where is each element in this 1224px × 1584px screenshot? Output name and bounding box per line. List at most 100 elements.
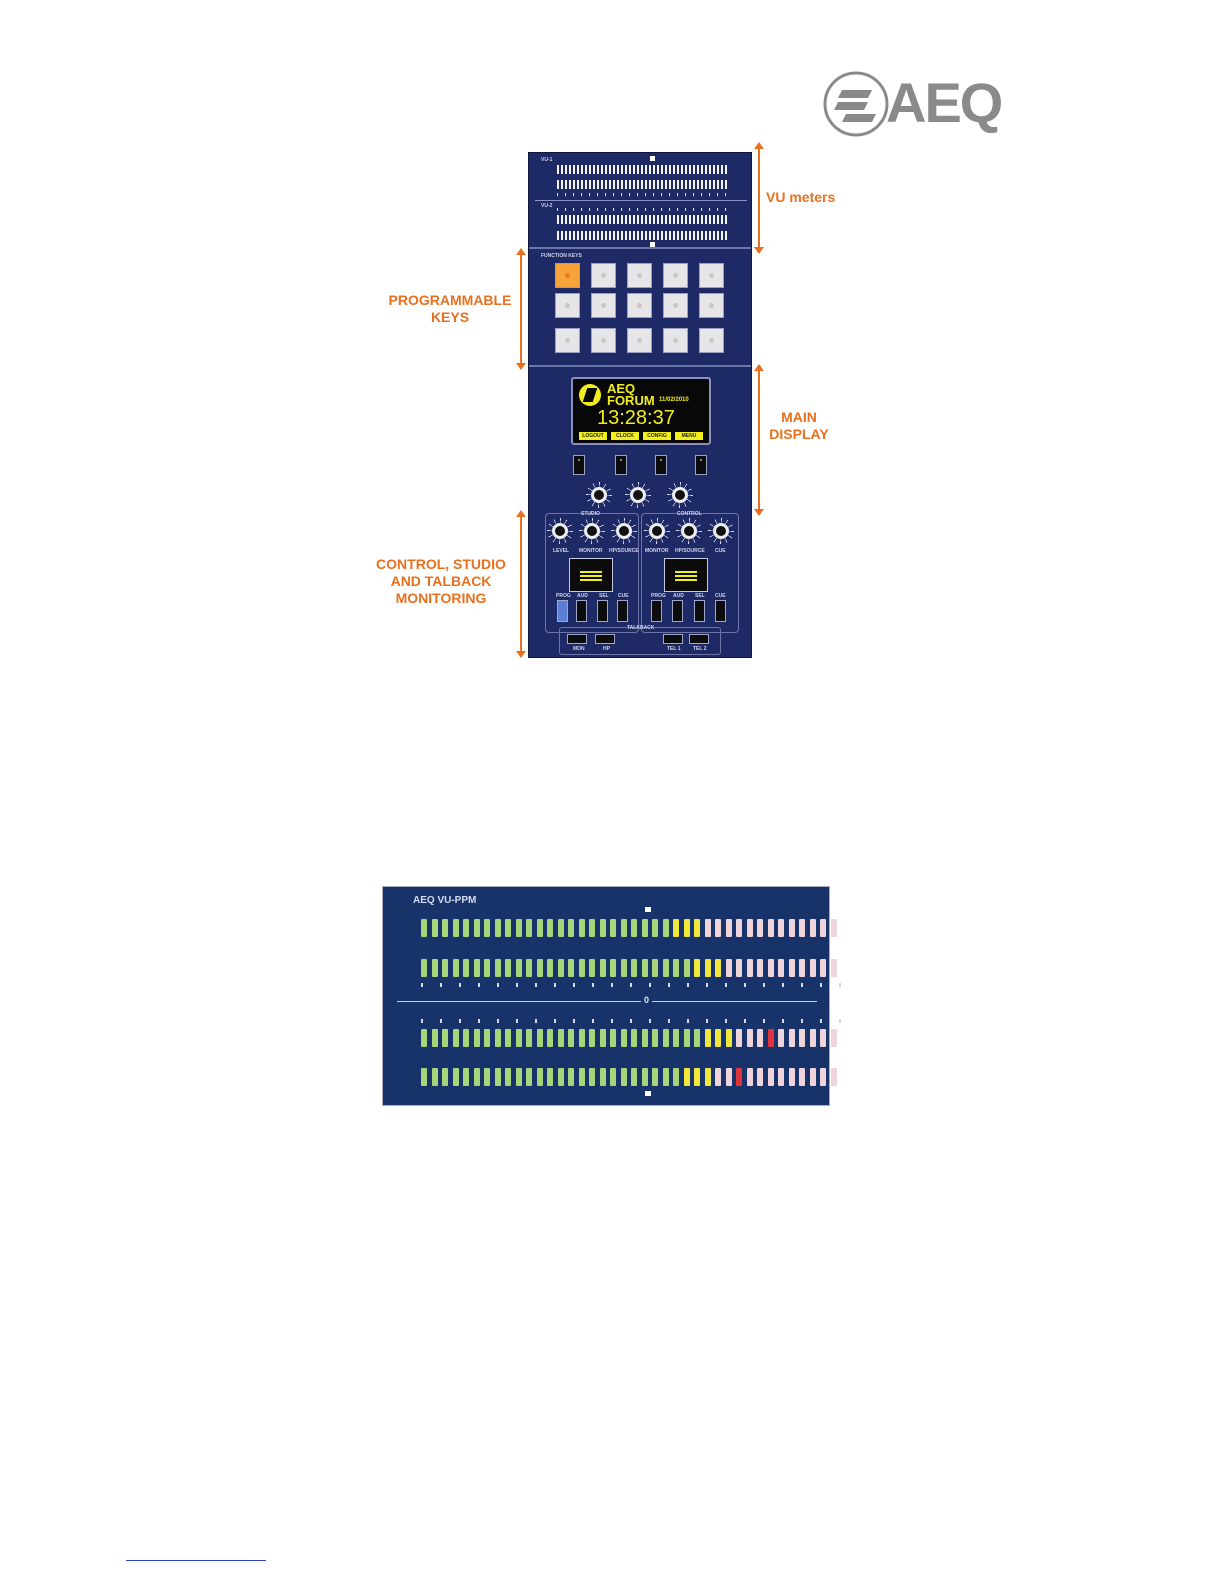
softkey-clock-button[interactable] xyxy=(615,455,627,475)
function-key-9[interactable] xyxy=(663,293,688,318)
talkback-mon-button[interactable] xyxy=(567,634,587,644)
control-monitor-knob[interactable] xyxy=(649,523,665,539)
meter-segment xyxy=(474,1029,480,1047)
meter-segment xyxy=(631,959,637,977)
encoder-knob-1[interactable] xyxy=(591,487,607,503)
display-date: 11/02/2010 xyxy=(659,397,689,403)
studio-prog-button[interactable] xyxy=(557,600,568,622)
arrow-vu-meters xyxy=(758,148,760,248)
vu-2-bar-l xyxy=(557,215,727,224)
meter-segment xyxy=(799,1068,805,1086)
meter-segment xyxy=(631,1068,637,1086)
meter-segment xyxy=(652,1029,658,1047)
encoder-knob-2[interactable] xyxy=(630,487,646,503)
control-cue-button[interactable] xyxy=(715,600,726,622)
meter-segment xyxy=(589,959,595,977)
meter-segment xyxy=(631,919,637,937)
studio-aud-button[interactable] xyxy=(576,600,587,622)
vu-2-bar-r xyxy=(557,231,727,240)
meter-segment xyxy=(600,919,606,937)
talkback-hp-button[interactable] xyxy=(595,634,615,644)
function-key-10[interactable] xyxy=(699,293,724,318)
aeq-badge-icon xyxy=(579,384,601,406)
studio-level-knob[interactable] xyxy=(552,523,568,539)
meter-segment xyxy=(820,959,826,977)
function-key-13[interactable] xyxy=(627,328,652,353)
meter-segment xyxy=(579,1029,585,1047)
meter-segment xyxy=(621,959,627,977)
meter-segment xyxy=(516,1068,522,1086)
function-key-2[interactable] xyxy=(591,263,616,288)
meter-segment xyxy=(726,1029,732,1047)
footer-link-underline[interactable] xyxy=(126,1560,266,1561)
meter-segment xyxy=(684,959,690,977)
meter-segment xyxy=(705,919,711,937)
meter-segment xyxy=(673,1029,679,1047)
function-key-5[interactable] xyxy=(699,263,724,288)
control-aud-button[interactable] xyxy=(672,600,683,622)
meter-segment xyxy=(715,1029,721,1047)
control-prog-label: PROG xyxy=(651,593,666,599)
softkey-label-clock: CLOCK xyxy=(611,432,639,440)
meter-segment xyxy=(453,1029,459,1047)
meter-segment xyxy=(663,919,669,937)
vu-meters-section: VU-1 VU-2 xyxy=(529,153,751,249)
softkey-config-button[interactable] xyxy=(655,455,667,475)
meter-segment xyxy=(547,919,553,937)
studio-cue-button[interactable] xyxy=(617,600,628,622)
talkback-tel1-label: TEL 1 xyxy=(667,646,681,652)
peak-marker-top xyxy=(645,907,651,912)
control-cue-label: CUE xyxy=(715,593,726,599)
meter-segment xyxy=(526,919,532,937)
function-key-11[interactable] xyxy=(555,328,580,353)
function-key-12[interactable] xyxy=(591,328,616,353)
function-key-14[interactable] xyxy=(663,328,688,353)
display-title: AEQ FORUM xyxy=(607,383,655,407)
meter-segment xyxy=(579,919,585,937)
meter-segment xyxy=(610,959,616,977)
control-sel-button[interactable] xyxy=(694,600,705,622)
meter-segment xyxy=(568,959,574,977)
meter-segment xyxy=(631,1029,637,1047)
meter-divider xyxy=(397,1001,817,1002)
meter-bar-3 xyxy=(421,1029,843,1047)
control-prog-button[interactable] xyxy=(651,600,662,622)
function-key-7[interactable] xyxy=(591,293,616,318)
talkback-tel1-button[interactable] xyxy=(663,634,683,644)
softkey-logout-button[interactable] xyxy=(573,455,585,475)
control-cue-knob[interactable] xyxy=(713,523,729,539)
callout-monitoring: CONTROL, STUDIO AND TALBACK MONITORING xyxy=(366,556,516,607)
meter-segment xyxy=(463,959,469,977)
meter-segment xyxy=(474,959,480,977)
encoder-knob-3[interactable] xyxy=(672,487,688,503)
softkey-label-menu: MENU xyxy=(675,432,703,440)
studio-sel-button[interactable] xyxy=(597,600,608,622)
studio-hp-source-knob[interactable] xyxy=(616,523,632,539)
callout-vu-meters: VU meters xyxy=(766,189,835,206)
studio-monitor-label: MONITOR xyxy=(579,548,603,554)
function-key-8[interactable] xyxy=(627,293,652,318)
meter-segment xyxy=(789,919,795,937)
arrow-main-display xyxy=(758,370,760,510)
meter-segment xyxy=(442,1029,448,1047)
control-sel-label: SEL xyxy=(695,593,705,599)
meter-segment xyxy=(757,919,763,937)
function-key-1[interactable] xyxy=(555,263,580,288)
function-key-4[interactable] xyxy=(663,263,688,288)
studio-monitor-knob[interactable] xyxy=(584,523,600,539)
meter-segment xyxy=(652,1068,658,1086)
meter-segment xyxy=(568,1029,574,1047)
function-key-3[interactable] xyxy=(627,263,652,288)
meter-segment xyxy=(621,1068,627,1086)
meter-segment xyxy=(621,1029,627,1047)
meter-segment xyxy=(421,919,427,937)
function-key-15[interactable] xyxy=(699,328,724,353)
meter-segment xyxy=(474,919,480,937)
control-hp-source-knob[interactable] xyxy=(681,523,697,539)
meter-segment xyxy=(810,959,816,977)
function-key-6[interactable] xyxy=(555,293,580,318)
meter-segment xyxy=(705,1068,711,1086)
meter-segment xyxy=(694,919,700,937)
talkback-tel2-button[interactable] xyxy=(689,634,709,644)
softkey-menu-button[interactable] xyxy=(695,455,707,475)
